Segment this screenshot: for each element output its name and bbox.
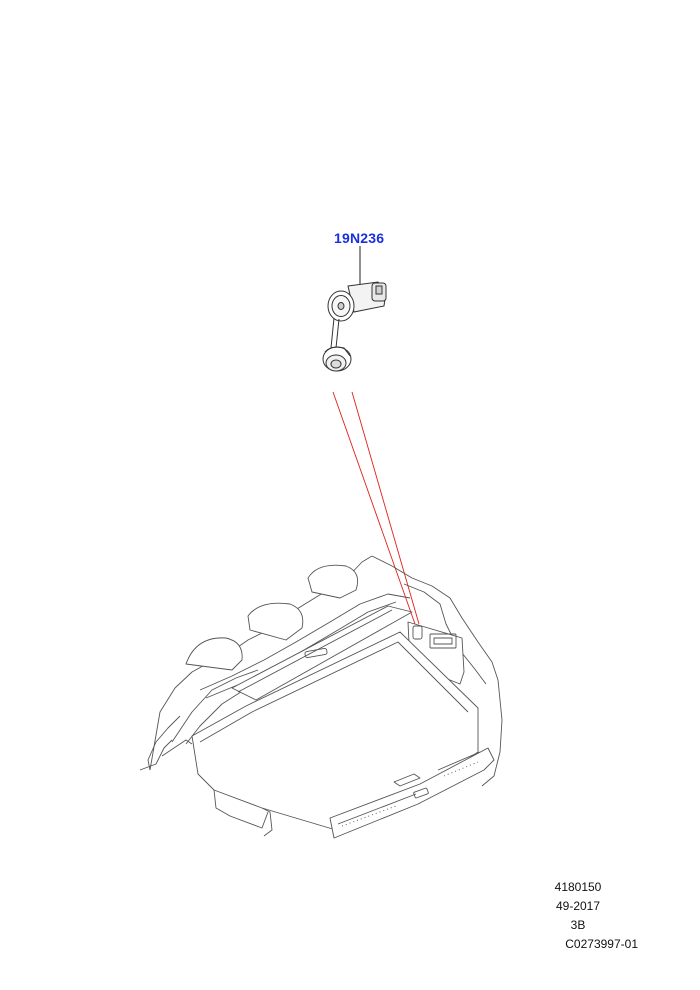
reference-block: 4180150 49-2017 3B C0273997-01: [518, 878, 638, 954]
part-callout-label[interactable]: 19N236: [334, 230, 385, 246]
revision-code: 3B: [570, 918, 586, 932]
catalog-id: C0273997-01: [565, 937, 638, 951]
illustration-number: 4180150: [554, 880, 602, 894]
vehicle-loadspace-drawing: [139, 555, 503, 839]
power-socket-part[interactable]: [322, 281, 387, 372]
date-code: 49-2017: [555, 899, 601, 913]
